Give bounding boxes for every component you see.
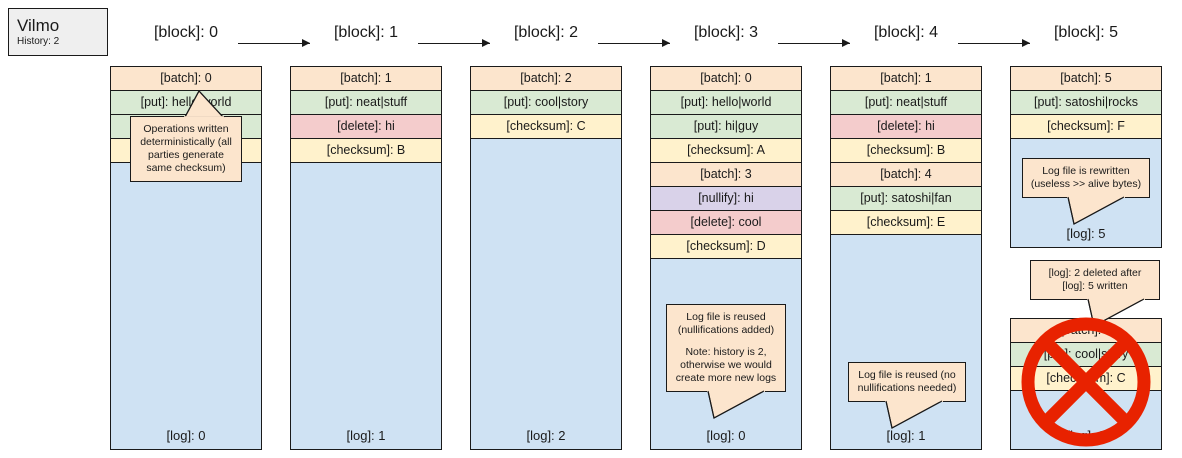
log-file-label: [log]: 1 [886, 428, 926, 443]
log-free-space-0-0: [log]: 0 [111, 163, 261, 449]
legend-box: Vilmo History: 2 [8, 8, 108, 56]
callout-5-1: [log]: 2 deleted after [log]: 5 written [1030, 260, 1160, 300]
callout-tail-5-1 [1086, 298, 1148, 333]
op-row-put: [put]: hello|world [651, 91, 801, 115]
callout-text: Log file is reused (no nullifications ne… [857, 369, 957, 394]
app-name: Vilmo [17, 16, 60, 35]
right-arrow-icon [238, 39, 310, 48]
callout-3-0: Log file is reused (nullifications added… [666, 304, 786, 392]
op-row-batch: [batch]: 4 [831, 163, 981, 187]
op-row-batch: [batch]: 3 [651, 163, 801, 187]
op-row-nullify: [nullify]: hi [651, 187, 801, 211]
block-header-5: [block]: 5 [1053, 24, 1119, 41]
op-row-put: [put]: hi|guy [651, 115, 801, 139]
op-row-put: [put]: cool|story [471, 91, 621, 115]
right-arrow-icon [778, 39, 850, 48]
op-row-put: [put]: cool|story [1011, 343, 1161, 367]
callout-tail-0-0 [179, 89, 225, 123]
right-arrow-icon [958, 39, 1030, 48]
log-free-space-5-1: [log]: 2 [1011, 391, 1161, 449]
op-row-batch: [batch]: 2 [471, 67, 621, 91]
callout-text: [log]: 2 deleted after [log]: 5 written [1048, 267, 1142, 292]
op-row-checksum: [checksum]: D [651, 235, 801, 259]
callout-text: Log file is reused (nullifications added… [677, 311, 775, 336]
op-row-checksum: [checksum]: E [831, 211, 981, 235]
op-row-checksum: [checksum]: C [1011, 367, 1161, 391]
op-row-put: [put]: satoshi|rocks [1011, 91, 1161, 115]
op-row-batch: [batch]: 1 [831, 67, 981, 91]
block-header-3: [block]: 3 [693, 24, 759, 41]
callout-5-0: Log file is rewritten (useless >> alive … [1022, 158, 1150, 198]
op-row-put: [put]: neat|stuff [291, 91, 441, 115]
op-row-delete: [delete]: cool [651, 211, 801, 235]
callout-4-0: Log file is reused (no nullifications ne… [848, 362, 966, 402]
callout-text: Operations written deterministically (al… [140, 123, 232, 174]
op-row-checksum: [checksum]: B [831, 139, 981, 163]
block-header-2: [block]: 2 [513, 24, 579, 41]
op-row-checksum: [checksum]: B [291, 139, 441, 163]
log-file-label: [log]: 0 [706, 428, 746, 443]
op-row-put: [put]: neat|stuff [831, 91, 981, 115]
callout-text: Log file is rewritten (useless >> alive … [1030, 165, 1142, 190]
op-row-put: [put]: satoshi|fan [831, 187, 981, 211]
log-file-label: [log]: 2 [526, 428, 566, 443]
op-row-batch: [batch]: 0 [651, 67, 801, 91]
log-file-label: [log]: 0 [166, 428, 206, 443]
callout-0-0: Operations written deterministically (al… [130, 116, 242, 182]
op-row-checksum: [checksum]: C [471, 115, 621, 139]
op-row-checksum: [checksum]: A [651, 139, 801, 163]
callout-tail-4-0 [884, 400, 946, 435]
op-row-batch: [batch]: 5 [1011, 67, 1161, 91]
right-arrow-icon [598, 39, 670, 48]
block-header-4: [block]: 4 [873, 24, 939, 41]
log-free-space-2-0: [log]: 2 [471, 139, 621, 449]
log-block-5-1[interactable]: [batch]: 2[put]: cool|story[checksum]: C… [1010, 318, 1162, 450]
op-row-checksum: [checksum]: F [1011, 115, 1161, 139]
block-header-0: [block]: 0 [153, 24, 219, 41]
block-header-1: [block]: 1 [333, 24, 399, 41]
history-label: History: 2 [17, 36, 60, 47]
callout-tail-3-0 [706, 390, 768, 425]
op-row-delete: [delete]: hi [291, 115, 441, 139]
log-file-label: [log]: 1 [346, 428, 386, 443]
log-block-2-0[interactable]: [batch]: 2[put]: cool|story[checksum]: C… [470, 66, 622, 450]
right-arrow-icon [418, 39, 490, 48]
op-row-batch: [batch]: 0 [111, 67, 261, 91]
callout-tail-5-0 [1066, 196, 1128, 231]
log-free-space-1-0: [log]: 1 [291, 163, 441, 449]
op-row-delete: [delete]: hi [831, 115, 981, 139]
callout-text: Note: history is 2, otherwise we would c… [675, 346, 777, 384]
log-block-1-0[interactable]: [batch]: 1[put]: neat|stuff[delete]: hi[… [290, 66, 442, 450]
log-file-label: [log]: 2 [1066, 428, 1106, 443]
log-file-label: [log]: 5 [1066, 226, 1106, 241]
op-row-batch: [batch]: 1 [291, 67, 441, 91]
